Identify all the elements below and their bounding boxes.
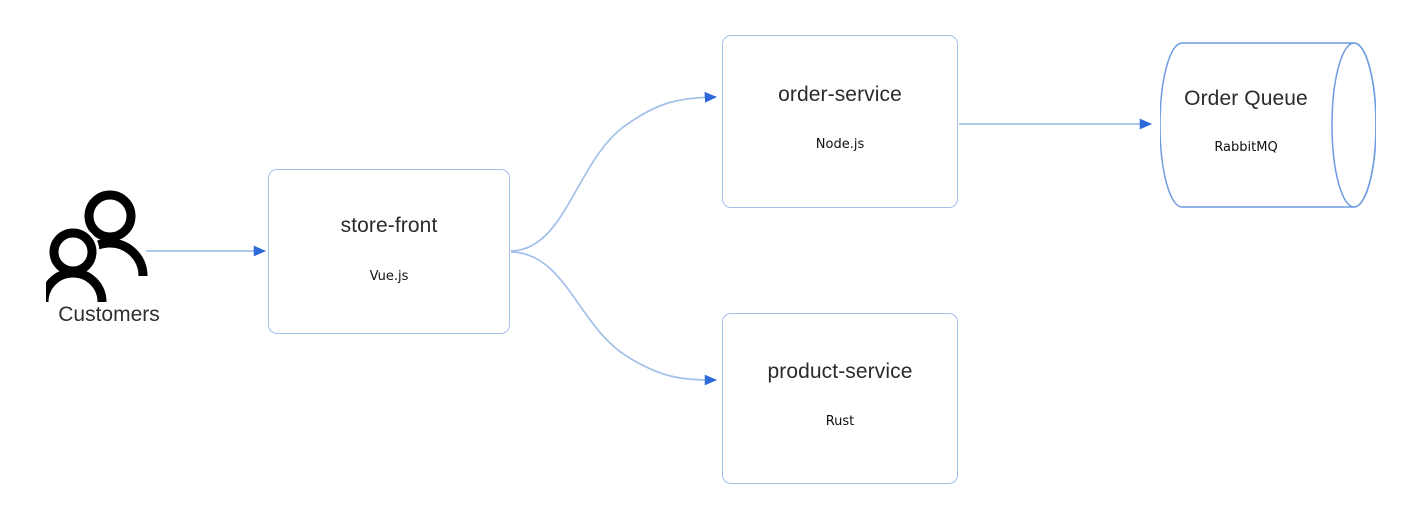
edge-store-front-to-order-service	[510, 91, 717, 252]
node-store-front[interactable]: store-front Vue.js	[268, 169, 510, 334]
node-product-service-subtitle: Rust	[825, 414, 855, 429]
node-product-service-title: product-service	[767, 360, 913, 383]
node-order-queue-title: Order Queue	[1184, 87, 1308, 110]
node-order-service-title: order-service	[778, 83, 902, 106]
node-order-service-subtitle: Node.js	[815, 137, 865, 152]
node-order-queue-subtitle: RabbitMQ	[1214, 140, 1278, 155]
node-order-service[interactable]: order-service Node.js	[722, 35, 958, 208]
node-product-service[interactable]: product-service Rust	[722, 313, 958, 484]
cylinder-shape	[1160, 42, 1376, 208]
node-store-front-title: store-front	[340, 213, 438, 237]
actor-customers[interactable]: Customers	[34, 190, 184, 335]
two-people-icon	[46, 190, 148, 302]
node-store-front-subtitle: Vue.js	[369, 268, 409, 284]
actor-customers-label: Customers	[58, 303, 160, 326]
edge-store-front-to-product-service	[510, 251, 717, 386]
node-order-queue[interactable]: Order Queue RabbitMQ	[1160, 41, 1376, 209]
